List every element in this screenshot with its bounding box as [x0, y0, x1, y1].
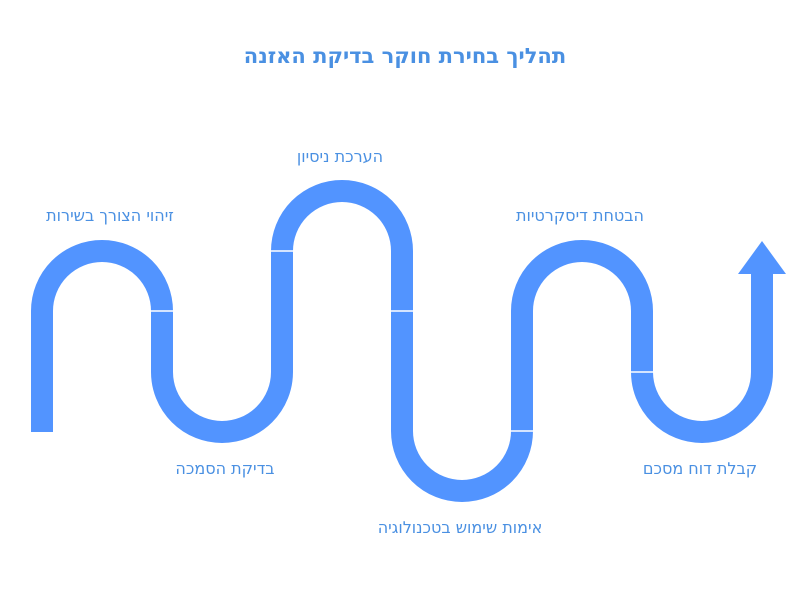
step-label-6: קבלת דוח מסכם: [642, 459, 758, 478]
step-label-5: הבטחת דיסקרטיות: [515, 206, 645, 225]
arrow-head-icon: [738, 241, 786, 274]
segment-dividers: [150, 250, 654, 432]
step-label-2: בדיקת הסמכה: [175, 459, 275, 478]
step-label-1: זיהוי הצורך בשירות: [46, 206, 174, 225]
step-label-3: הערכת ניסיון: [296, 147, 384, 166]
step-label-4: אימות שימוש בטכנולוגיה: [377, 518, 543, 537]
diagram-title: תהליך בחירת חוקר בדיקת האזנה: [243, 44, 567, 68]
process-path-line: [31, 180, 773, 502]
